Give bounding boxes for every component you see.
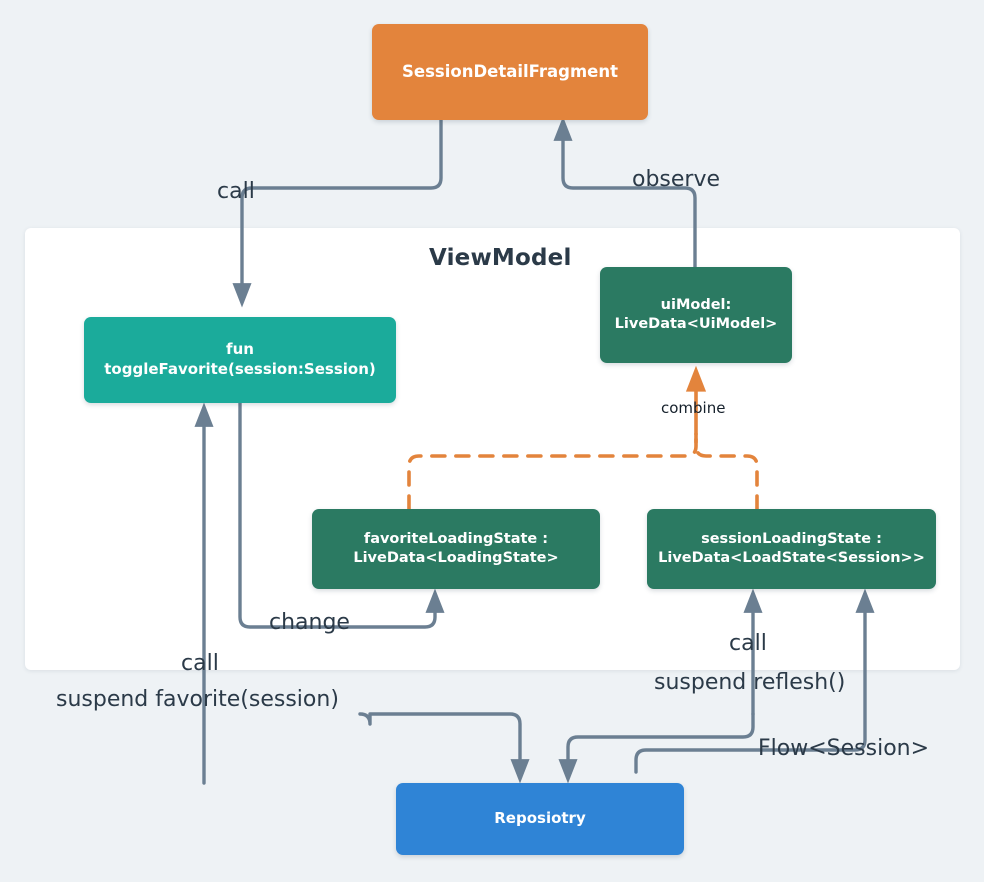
node-session-loading-state-label: sessionLoadingState : LiveData<LoadState… bbox=[658, 530, 925, 566]
viewmodel-panel bbox=[25, 228, 960, 670]
node-favorite-loading-state[interactable]: favoriteLoadingState : LiveData<LoadingS… bbox=[312, 509, 600, 589]
edge-label-suspend-favorite: suspend favorite(session) bbox=[56, 687, 339, 712]
edge-label-suspend-reflesh: suspend reflesh() bbox=[654, 670, 846, 695]
edge-suspend-favorite bbox=[358, 712, 530, 784]
edge-label-call-sessstate: call bbox=[729, 631, 767, 656]
node-session-loading-state[interactable]: sessionLoadingState : LiveData<LoadState… bbox=[647, 509, 936, 589]
edge-label-flow-session: Flow<Session> bbox=[758, 736, 930, 761]
node-toggle-favorite-function-label: fun toggleFavorite(session:Session) bbox=[104, 340, 376, 378]
node-favorite-loading-state-label: favoriteLoadingState : LiveData<LoadingS… bbox=[353, 530, 559, 566]
edge-label-observe: observe bbox=[632, 167, 721, 192]
node-session-detail-fragment-label: SessionDetailFragment bbox=[402, 62, 618, 82]
edge-label-call-repo-fav: call bbox=[181, 651, 219, 676]
node-uimodel-livedata[interactable]: uiModel: LiveData<UiModel> bbox=[600, 267, 792, 363]
node-session-detail-fragment[interactable]: SessionDetailFragment bbox=[372, 24, 648, 120]
edge-suspend-reflesh bbox=[558, 712, 755, 784]
node-repository-label: Reposiotry bbox=[494, 809, 586, 828]
node-uimodel-livedata-label: uiModel: LiveData<UiModel> bbox=[614, 296, 778, 332]
node-toggle-favorite-function[interactable]: fun toggleFavorite(session:Session) bbox=[84, 317, 396, 403]
edge-label-change: change bbox=[269, 610, 350, 635]
viewmodel-panel-title: ViewModel bbox=[429, 245, 572, 271]
node-repository[interactable]: Reposiotry bbox=[396, 783, 684, 855]
edge-label-call-toggle: call bbox=[217, 179, 255, 204]
edge-label-combine: combine bbox=[661, 399, 726, 417]
